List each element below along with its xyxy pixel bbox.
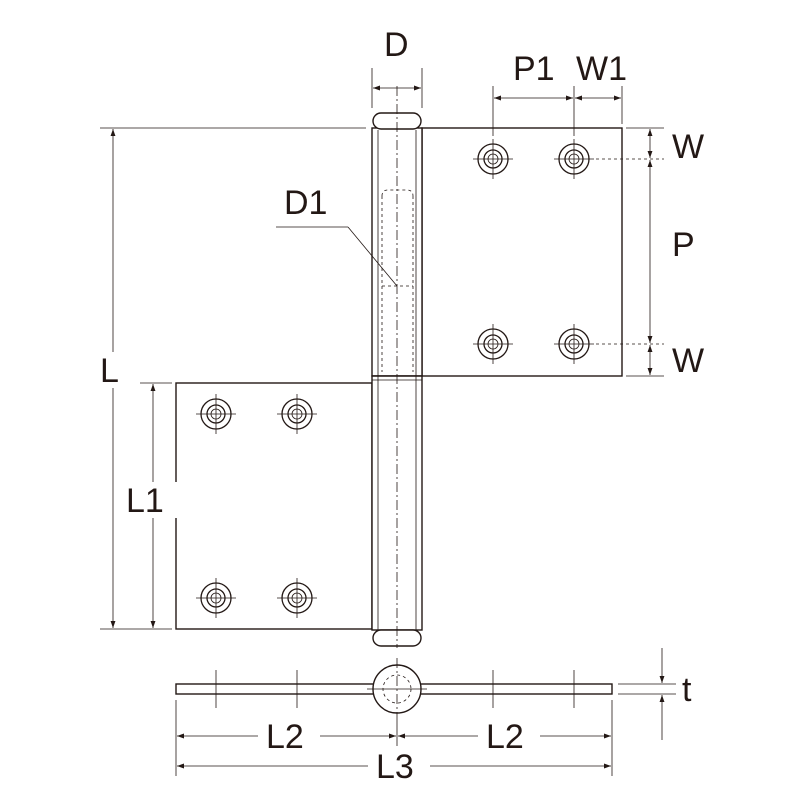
label-P1: P1 [513,50,555,88]
screw-hole [196,394,236,434]
screw-hole [277,394,317,434]
lower-leaf-plate [175,382,373,630]
screw-hole [554,139,594,179]
label-D1: D1 [284,184,327,222]
label-W-top: W [672,128,704,166]
label-L1: L1 [126,482,164,520]
label-L2-left: L2 [266,718,304,756]
dimension-W-P-W [596,127,664,377]
label-t: t [682,671,692,709]
dimension-D [371,68,423,108]
upper-leaf-plate [421,127,623,377]
label-W-bottom: W [672,342,704,380]
label-W1: W1 [576,50,627,88]
label-L3: L3 [376,748,414,786]
label-P: P [672,226,695,264]
screw-hole [554,324,594,364]
screw-hole [196,578,236,618]
pin-hole-hidden [381,189,414,372]
dimension-P1-W1 [492,86,623,136]
upper-leaf-screw-holes [473,139,594,364]
label-L2-right: L2 [486,718,524,756]
screw-hole [473,324,513,364]
end-view [175,658,613,720]
screw-hole [277,578,317,618]
screw-hole [473,139,513,179]
label-D: D [384,26,409,64]
label-L: L [100,352,119,390]
dimension-t [618,648,676,740]
dimension-D1-leader [276,226,398,287]
lower-leaf-screw-holes [196,394,317,618]
